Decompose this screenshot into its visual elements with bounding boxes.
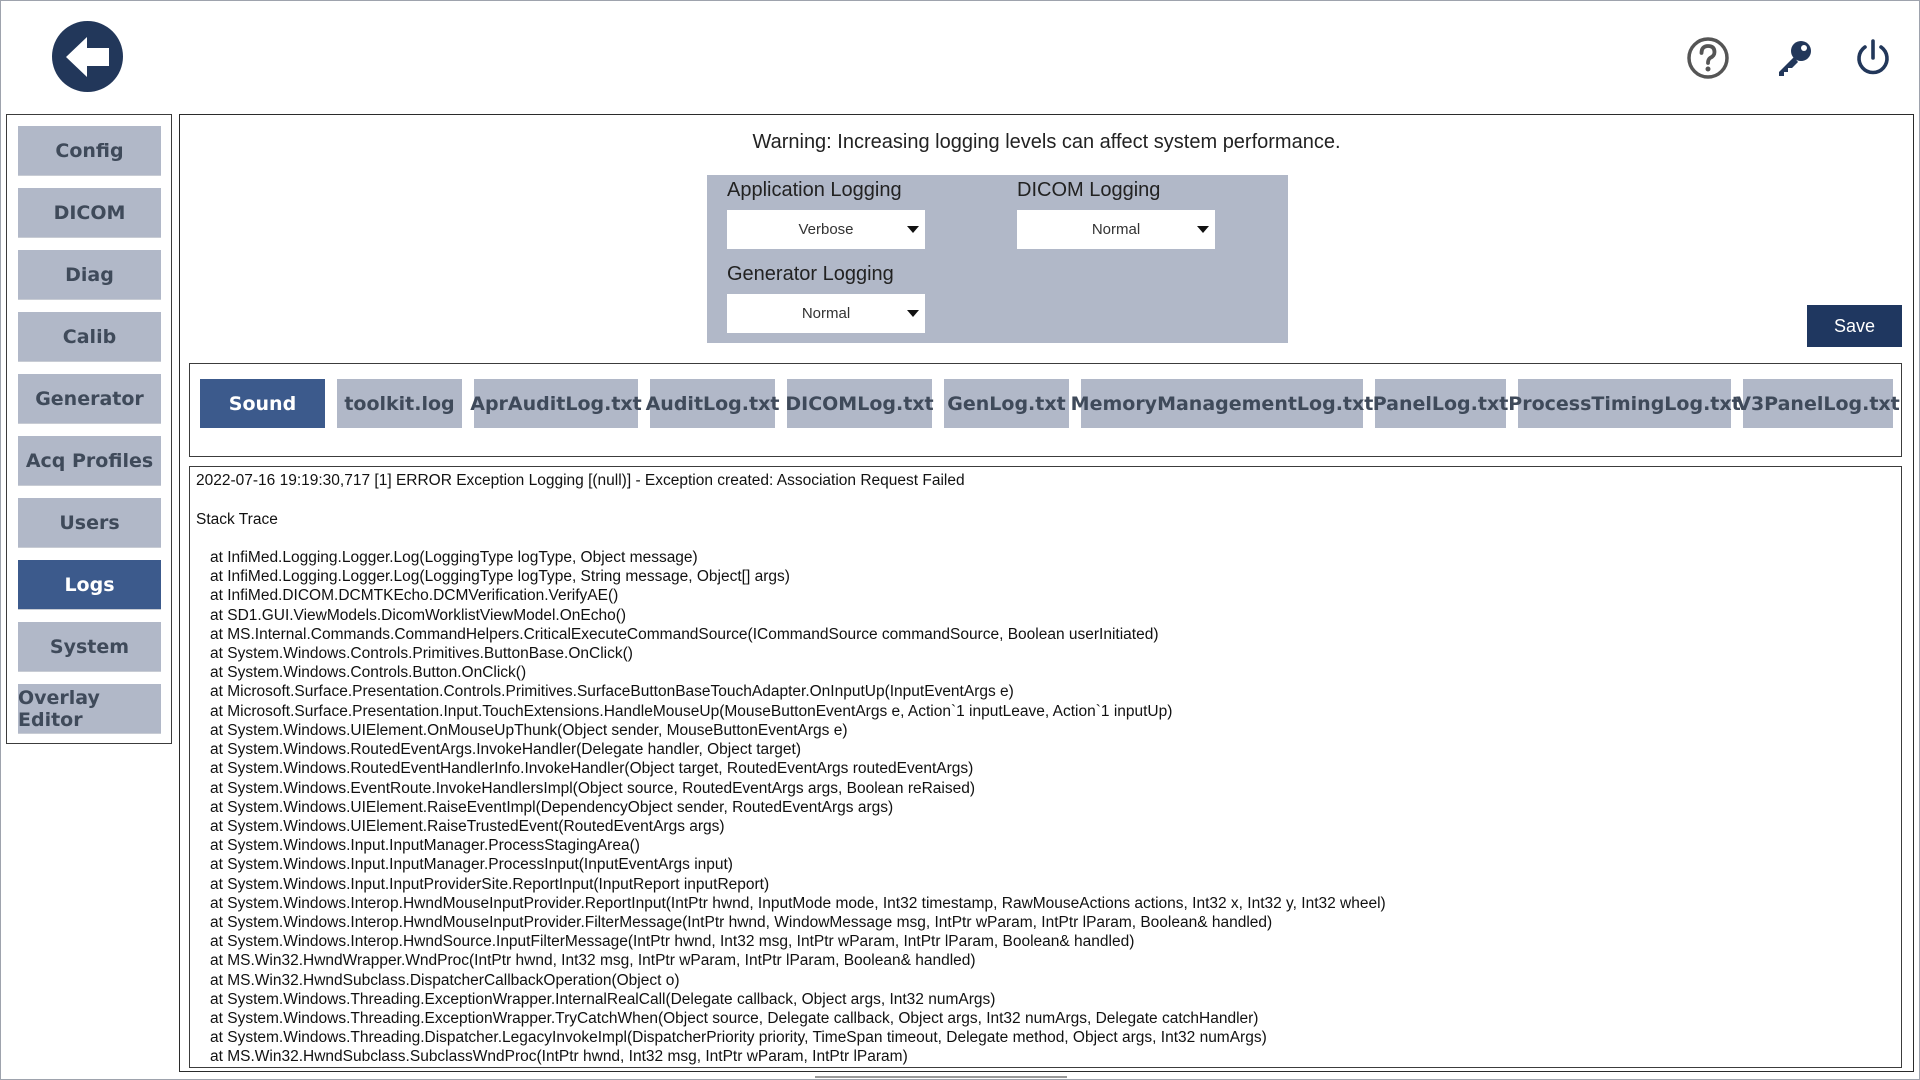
tab-v3-panel-log[interactable]: V3PanelLog.txt bbox=[1736, 379, 1900, 428]
sidebar-item-calib[interactable]: Calib bbox=[18, 312, 161, 361]
log-file-tabs: Sound toolkit.log AprAuditLog.txt AuditL… bbox=[189, 363, 1902, 457]
stack-trace-line: at MS.Internal.Commands.CommandHelpers.C… bbox=[210, 626, 1159, 643]
application-logging-label: Application Logging bbox=[727, 179, 902, 201]
tab-gen-log[interactable]: GenLog.txt bbox=[944, 379, 1069, 428]
logs-panel: Warning: Increasing logging levels can a… bbox=[179, 114, 1914, 1072]
application-logging-select[interactable]: Verbose bbox=[727, 210, 925, 249]
back-button[interactable] bbox=[52, 21, 123, 92]
stack-trace-line: at System.Windows.Interop.HwndSource.Inp… bbox=[210, 933, 1135, 950]
stack-trace-line: at Microsoft.Surface.Presentation.Input.… bbox=[210, 703, 1173, 720]
stack-trace-line: at MS.Win32.HwndSubclass.DispatcherCallb… bbox=[210, 972, 680, 989]
key-button[interactable] bbox=[1772, 36, 1816, 80]
logging-settings: Application Logging Verbose DICOM Loggin… bbox=[707, 175, 1288, 343]
generator-logging-label: Generator Logging bbox=[727, 263, 894, 285]
generator-logging-value: Normal bbox=[801, 305, 851, 322]
generator-logging-select[interactable]: Normal bbox=[727, 294, 925, 333]
dicom-logging-label: DICOM Logging bbox=[1017, 179, 1161, 201]
sidebar-item-diag[interactable]: Diag bbox=[18, 250, 161, 299]
stack-trace-line: at System.Windows.UIElement.OnMouseUpThu… bbox=[210, 722, 848, 739]
stack-trace-title: Stack Trace bbox=[196, 511, 278, 528]
sidebar-item-dicom[interactable]: DICOM bbox=[18, 188, 161, 237]
question-circle-icon bbox=[1687, 37, 1729, 79]
stack-trace-line: at System.Windows.UIElement.RaiseEventIm… bbox=[210, 799, 894, 816]
dicom-logging-value: Normal bbox=[1091, 221, 1141, 238]
stack-trace-line: at System.Windows.Controls.Button.OnClic… bbox=[210, 664, 527, 681]
bottom-indicator bbox=[815, 1076, 1067, 1078]
help-button[interactable] bbox=[1686, 36, 1730, 80]
tab-panel-log[interactable]: PanelLog.txt bbox=[1373, 379, 1508, 428]
stack-trace-line: at System.Windows.Interop.HwndMouseInput… bbox=[210, 914, 1273, 931]
sidebar-item-config[interactable]: Config bbox=[18, 126, 161, 175]
tab-toolkit-log[interactable]: toolkit.log bbox=[337, 379, 462, 428]
stack-trace-line: at Microsoft.Surface.Presentation.Contro… bbox=[210, 683, 1014, 700]
stack-trace-line: at System.Windows.RoutedEventHandlerInfo… bbox=[210, 760, 974, 777]
tab-memory-management-log[interactable]: MemoryManagementLog.txt bbox=[1071, 379, 1373, 428]
stack-trace-line: at InfiMed.Logging.Logger.Log(LoggingTyp… bbox=[210, 568, 790, 585]
performance-warning: Warning: Increasing logging levels can a… bbox=[752, 131, 1341, 153]
tab-apr-audit-log[interactable]: AprAuditLog.txt bbox=[470, 379, 642, 428]
stack-trace-line: at System.Windows.EventRoute.InvokeHandl… bbox=[210, 780, 976, 797]
stack-trace-line: at SD1.GUI.ViewModels.DicomWorklistViewM… bbox=[210, 607, 627, 624]
chevron-down-icon bbox=[907, 310, 919, 317]
sidebar-item-system[interactable]: System bbox=[18, 622, 161, 671]
tab-dicom-log[interactable]: DICOMLog.txt bbox=[785, 379, 934, 428]
stack-trace-line: at MS.Win32.HwndWrapper.WndProc(IntPtr h… bbox=[210, 952, 976, 969]
dicom-logging-select[interactable]: Normal bbox=[1017, 210, 1215, 249]
sidebar-item-generator[interactable]: Generator bbox=[18, 374, 161, 423]
power-icon bbox=[1857, 39, 1889, 75]
tab-process-timing-log[interactable]: ProcessTimingLog.txt bbox=[1508, 379, 1741, 428]
tab-audit-log[interactable]: AuditLog.txt bbox=[646, 379, 779, 428]
application-logging-value: Verbose bbox=[798, 221, 854, 238]
stack-trace-line: at System.Windows.UIElement.RaiseTrusted… bbox=[210, 818, 725, 835]
chevron-down-icon bbox=[907, 226, 919, 233]
key-icon bbox=[1779, 41, 1811, 76]
stack-trace-line: at System.Windows.Threading.ExceptionWra… bbox=[210, 1010, 1259, 1027]
stack-trace-line: at System.Windows.Input.InputManager.Pro… bbox=[210, 856, 733, 873]
stack-trace-line: at System.Windows.Input.InputProviderSit… bbox=[210, 876, 770, 893]
save-button[interactable]: Save bbox=[1807, 305, 1902, 347]
arrow-left-icon bbox=[65, 36, 109, 77]
stack-trace-line: at System.Windows.Interop.HwndMouseInput… bbox=[210, 895, 1386, 912]
power-button[interactable] bbox=[1851, 36, 1895, 80]
stack-trace-line: at System.Windows.Input.InputManager.Pro… bbox=[210, 837, 640, 854]
sidebar-item-logs[interactable]: Logs bbox=[18, 560, 161, 609]
tab-sound[interactable]: Sound bbox=[200, 379, 325, 428]
chevron-down-icon bbox=[1197, 226, 1209, 233]
stack-trace-line: at System.Windows.RoutedEventArgs.Invoke… bbox=[210, 741, 802, 758]
stack-trace-line: at InfiMed.Logging.Logger.Log(LoggingTyp… bbox=[210, 549, 698, 566]
stack-trace-line: at MS.Win32.HwndSubclass.SubclassWndProc… bbox=[210, 1048, 908, 1065]
sidebar-nav: Config DICOM Diag Calib Generator Acq Pr… bbox=[6, 114, 172, 744]
sidebar-item-users[interactable]: Users bbox=[18, 498, 161, 547]
log-text-view[interactable]: 2022-07-16 19:19:30,717 [1] ERROR Except… bbox=[189, 466, 1902, 1068]
sidebar-item-overlay-editor[interactable]: Overlay Editor bbox=[18, 684, 161, 733]
log-header-line: 2022-07-16 19:19:30,717 [1] ERROR Except… bbox=[196, 472, 965, 489]
stack-trace-line: at System.Windows.Controls.Primitives.Bu… bbox=[210, 645, 633, 662]
stack-trace-line: at System.Windows.Threading.ExceptionWra… bbox=[210, 991, 996, 1008]
stack-trace-line: at InfiMed.DICOM.DCMTKEcho.DCMVerificati… bbox=[210, 587, 619, 604]
stack-trace-line: at System.Windows.Threading.Dispatcher.L… bbox=[210, 1029, 1267, 1046]
sidebar-item-acq-profiles[interactable]: Acq Profiles bbox=[18, 436, 161, 485]
